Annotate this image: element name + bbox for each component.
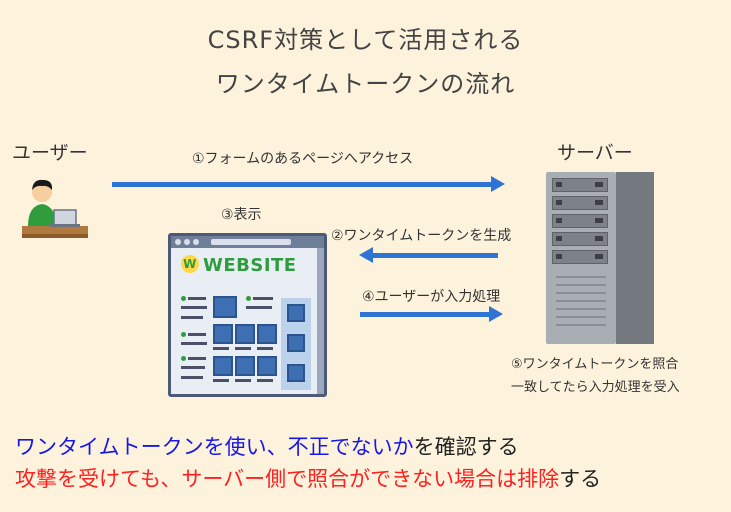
user-label: ユーザー <box>12 142 88 164</box>
step2-label: ②ワンタイムトークンを生成 <box>331 228 512 244</box>
summary-line-2: 攻撃を受けても、サーバー側で照合ができない場合は排除する <box>15 463 601 495</box>
title-line-2: ワンタイムトークンの流れ <box>215 70 516 98</box>
website-browser-icon: W WEBSITE <box>168 233 327 397</box>
server-label: サーバー <box>557 142 633 164</box>
browser-toolbar <box>171 236 324 248</box>
user-at-laptop-icon <box>22 179 88 238</box>
step4-label: ④ユーザーが入力処理 <box>362 289 501 305</box>
arrow-step2 <box>359 247 498 263</box>
site-header: W WEBSITE <box>181 255 297 276</box>
server-side-panel <box>616 172 654 344</box>
title-line-1: CSRF対策として活用される <box>207 26 524 54</box>
site-name: WEBSITE <box>203 255 297 276</box>
site-sidebar <box>281 298 311 390</box>
summary-line-1-highlight: ワンタイムトークンを使い、不正でないか <box>15 435 414 459</box>
step5-note: ⑤ワンタイムトークンを照合 一致してたら入力処理を受入 <box>511 353 680 399</box>
summary-line-1: ワンタイムトークンを使い、不正でないかを確認する <box>15 431 519 463</box>
step5-line-1: ⑤ワンタイムトークンを照合 <box>511 357 679 372</box>
site-logo: W <box>181 255 199 273</box>
browser-scrollbar <box>317 248 324 394</box>
summary-line-2-highlight: 攻撃を受けても、サーバー側で照合ができない場合は排除 <box>15 467 560 491</box>
summary-line-2-rest: する <box>559 467 602 491</box>
arrow-step4 <box>360 306 503 322</box>
summary-line-1-rest: を確認する <box>413 435 519 459</box>
step1-label: ①フォームのあるページへアクセス <box>192 151 414 167</box>
arrow-step1 <box>112 176 505 192</box>
step5-line-2: 一致してたら入力処理を受入 <box>511 380 680 395</box>
server-tower-icon <box>546 172 616 344</box>
step3-label: ③表示 <box>221 207 262 223</box>
